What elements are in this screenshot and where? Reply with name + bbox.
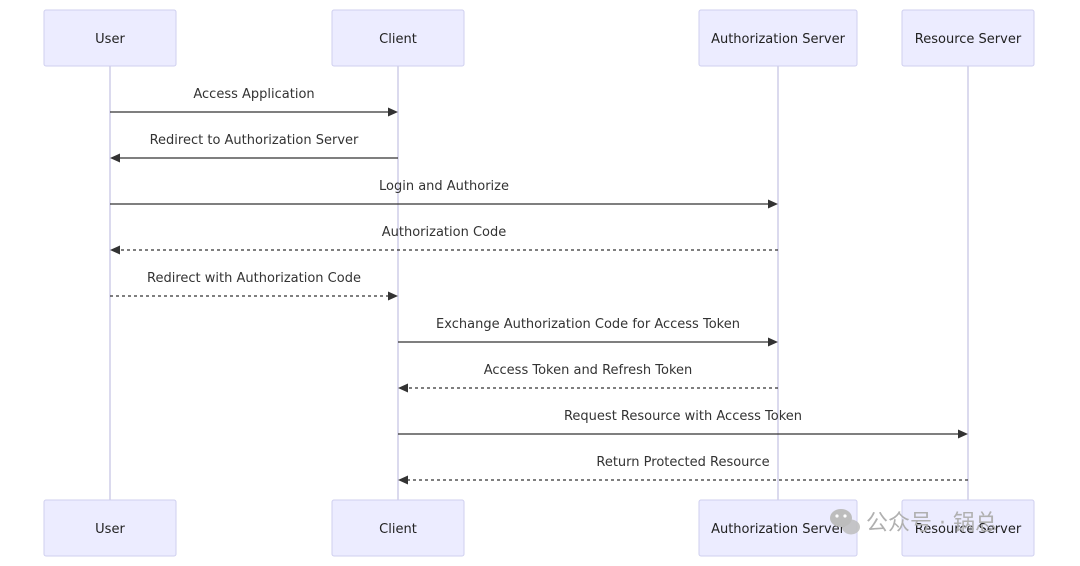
actor-box: [901, 9, 1035, 67]
actor-label: Authorization Server: [711, 32, 845, 47]
actors-top: User Client Authorization Server Resource S…: [43, 9, 1035, 67]
message-label: Redirect with Authorization Code: [147, 271, 361, 286]
actor-label: User: [95, 32, 125, 47]
arrowhead: [110, 153, 120, 163]
message-5: Redirect with Authorization Code: [110, 271, 398, 301]
lifelines: [109, 66, 969, 500]
arrowhead: [768, 337, 778, 347]
message-3: Login and Authorize: [110, 179, 778, 209]
actor-label: Resource Server: [915, 32, 1022, 47]
message-label: Exchange Authorization Code for Access T…: [436, 317, 740, 332]
arrowhead: [388, 291, 398, 301]
actor-user-top: User: [43, 9, 177, 67]
actors-bottom: User Client Authorization Server Resource S…: [43, 499, 1035, 557]
arrowhead: [110, 245, 120, 255]
message-label: Access Application: [193, 87, 314, 102]
message-2: Redirect to Authorization Server: [110, 133, 398, 163]
actor-box: [331, 499, 465, 557]
watermark: 公众号 · 锅总: [830, 509, 997, 536]
actor-box: [43, 9, 177, 67]
actor-client-top: Client: [331, 9, 465, 67]
message-8: Request Resource with Access Token: [398, 409, 968, 439]
actor-label: User: [95, 522, 125, 537]
message-6: Exchange Authorization Code for Access T…: [398, 317, 778, 347]
actor-box: [901, 499, 1035, 557]
arrowhead: [388, 107, 398, 117]
message-9: Return Protected Resource: [398, 455, 968, 485]
actor-user-bottom: User: [43, 499, 177, 557]
message-7: Access Token and Refresh Token: [398, 363, 778, 393]
actor-label: Client: [379, 32, 417, 47]
actor-resource-top: Resource Server: [901, 9, 1035, 67]
actor-label: Resource Server: [915, 522, 1022, 537]
arrowhead: [768, 199, 778, 209]
wechat-icon: [830, 509, 860, 535]
arrowhead: [398, 475, 408, 485]
actor-auth-top: Authorization Server: [698, 9, 858, 67]
message-4: Authorization Code: [110, 225, 778, 255]
actor-auth-bottom: Authorization Server: [698, 499, 858, 557]
message-label: Access Token and Refresh Token: [484, 363, 693, 378]
actor-resource-bottom: Resource Server: [901, 499, 1035, 557]
watermark-text: 公众号 · 锅总: [866, 511, 997, 536]
arrowhead: [398, 383, 408, 393]
actor-client-bottom: Client: [331, 499, 465, 557]
actor-box: [698, 9, 858, 67]
actor-box: [331, 9, 465, 67]
message-label: Authorization Code: [382, 225, 506, 240]
message-label: Redirect to Authorization Server: [150, 133, 359, 148]
actor-box: [43, 499, 177, 557]
arrowhead: [958, 429, 968, 439]
actor-label: Authorization Server: [711, 522, 845, 537]
message-label: Return Protected Resource: [596, 455, 769, 470]
message-label: Request Resource with Access Token: [564, 409, 802, 424]
message-1: Access Application: [110, 87, 398, 117]
actor-label: Client: [379, 522, 417, 537]
message-label: Login and Authorize: [379, 179, 509, 194]
